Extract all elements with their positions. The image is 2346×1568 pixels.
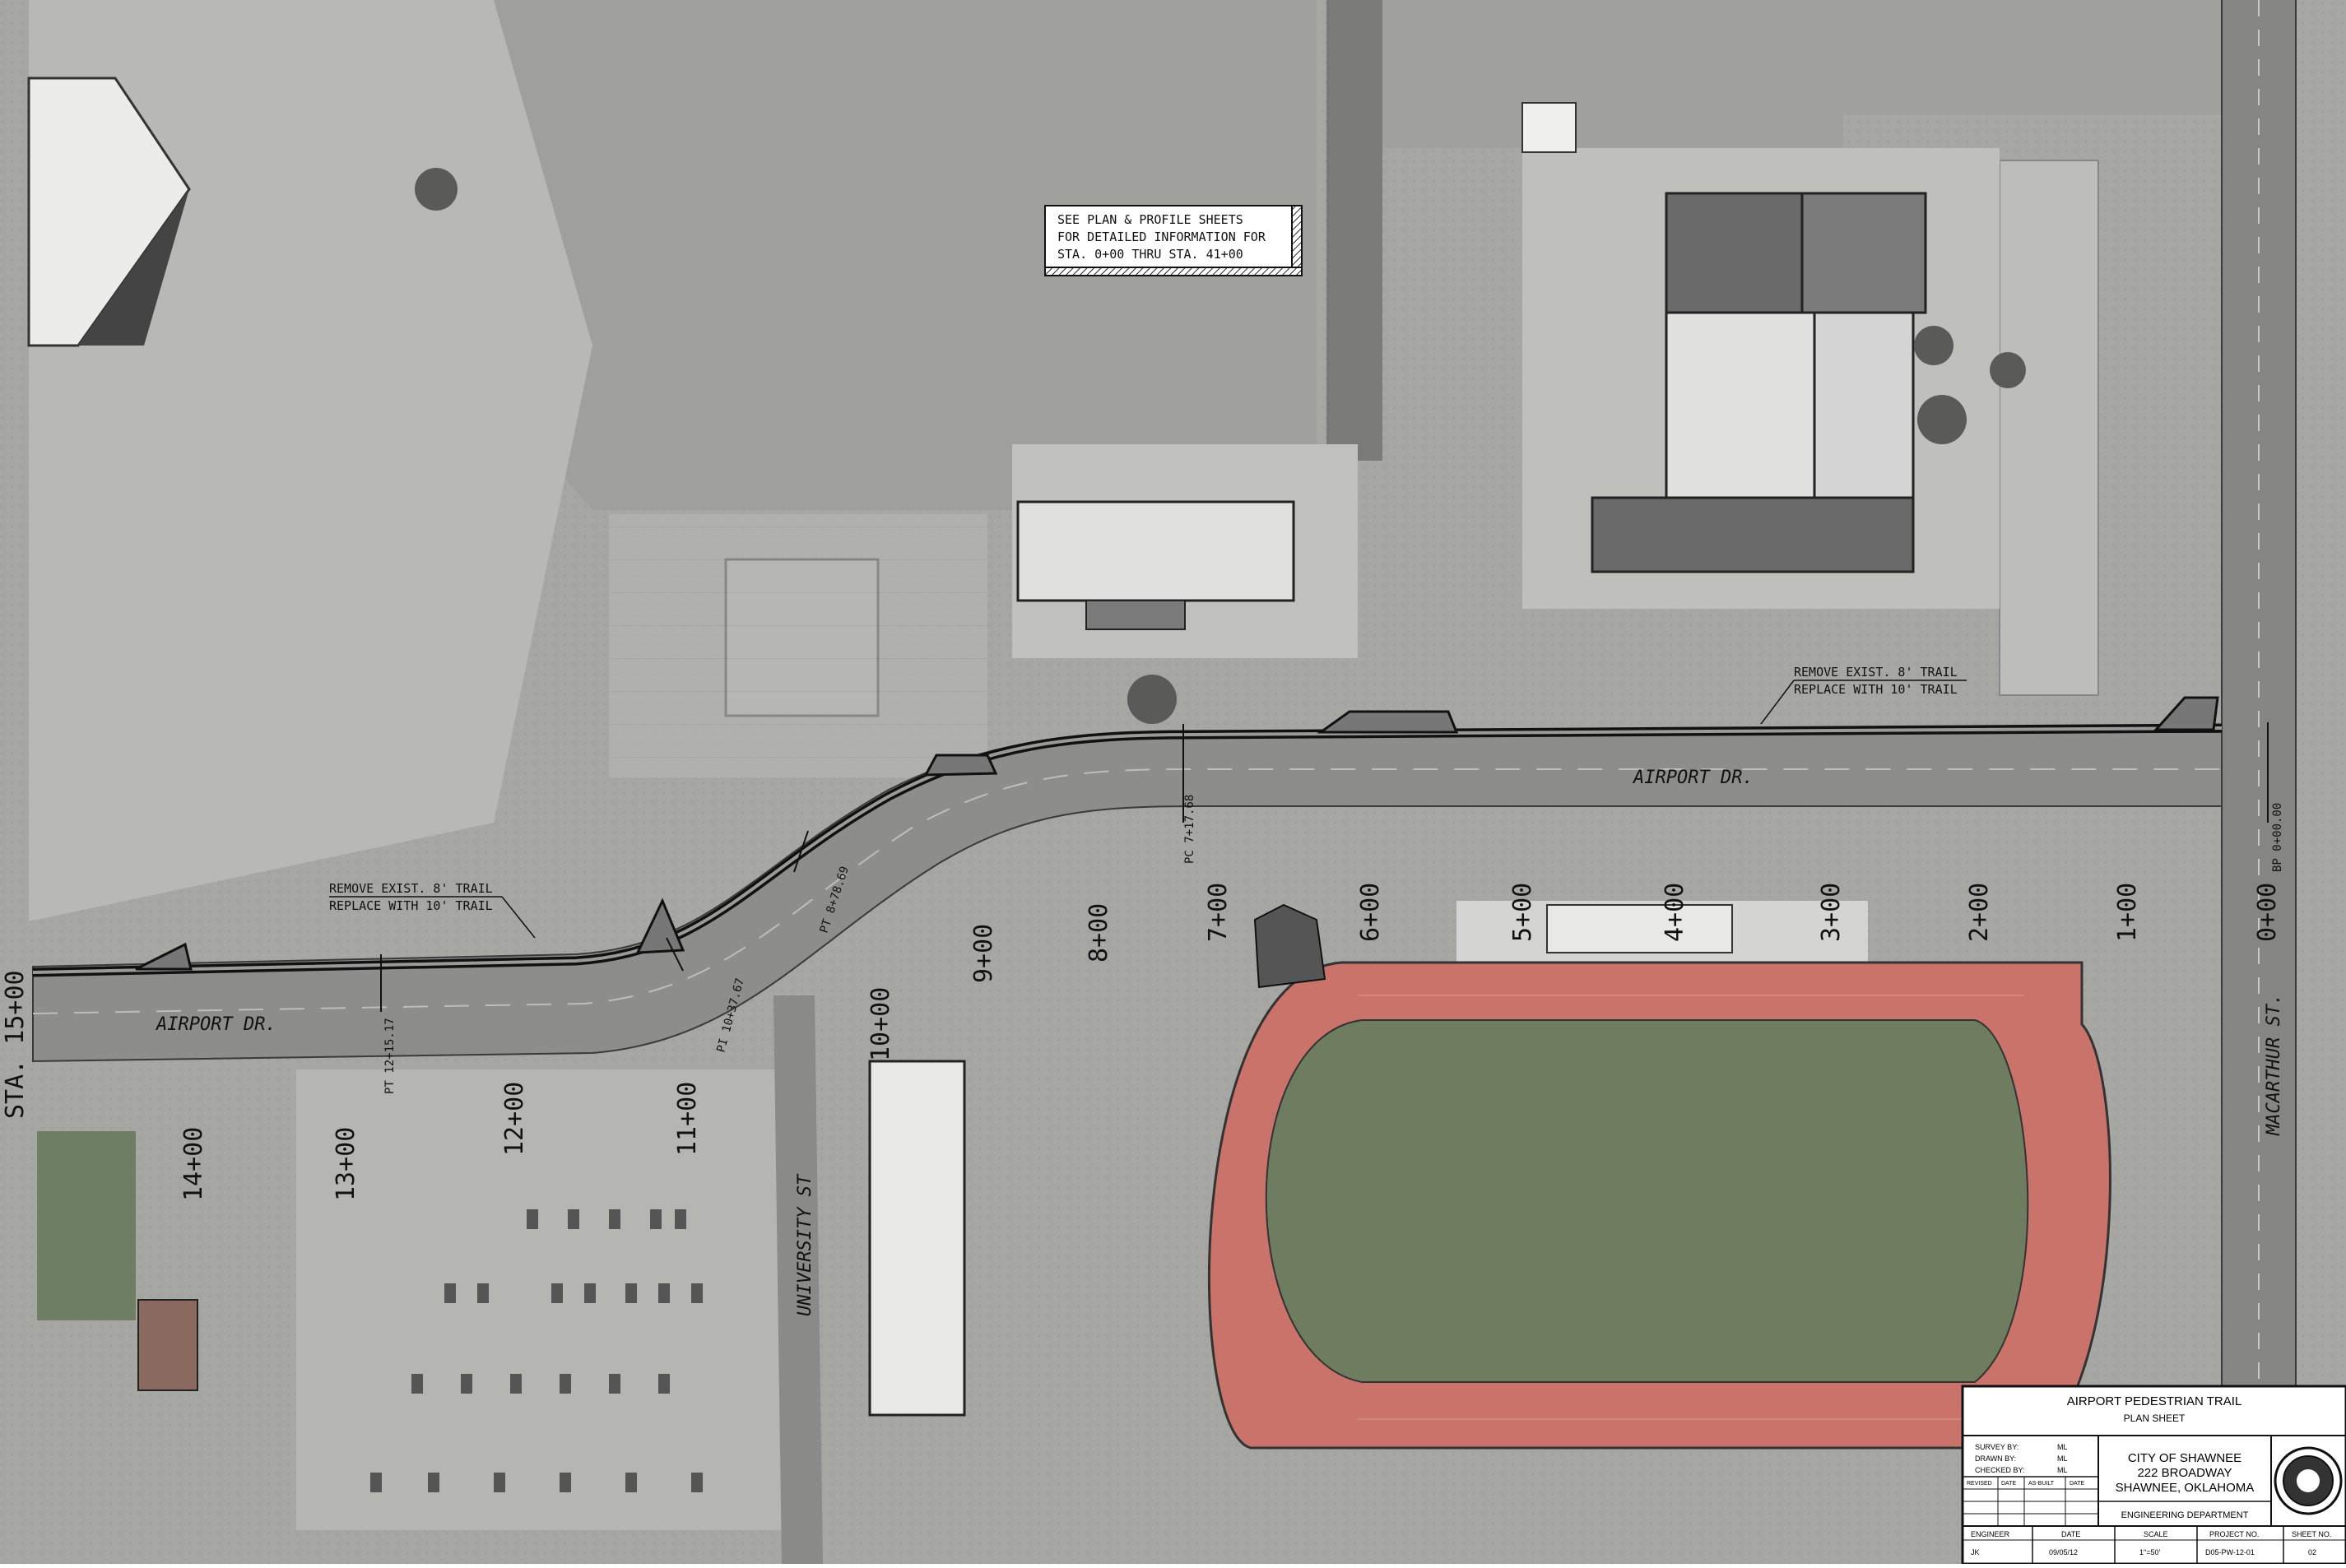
city-seal [2274, 1446, 2343, 1515]
svg-text:SHEET NO.: SHEET NO. [2292, 1530, 2331, 1538]
trail-connections [135, 696, 2219, 971]
station-label-10-00: 10+00 [866, 987, 895, 1061]
svg-text:AS-BUILT: AS-BUILT [2028, 1481, 2055, 1487]
svg-text:DATE: DATE [2061, 1530, 2080, 1538]
svg-text:FOR DETAILED INFORMATION FOR: FOR DETAILED INFORMATION FOR [1057, 230, 1266, 244]
department: ENGINEERING DEPARTMENT [2121, 1510, 2249, 1520]
building-main-roof [1813, 311, 1915, 499]
station-label-7-00: 7+00 [1204, 883, 1233, 942]
svg-text:REPLACE WITH 10' TRAIL: REPLACE WITH 10' TRAIL [1794, 682, 1958, 697]
svg-text:DATE: DATE [2001, 1481, 2016, 1487]
svg-text:CHECKED BY:: CHECKED BY: [1975, 1466, 2025, 1474]
trees [415, 168, 2026, 724]
svg-text:JK: JK [1971, 1548, 1980, 1556]
station-label-11-00: 11+00 [673, 1082, 702, 1156]
svg-text:ML: ML [2057, 1454, 2068, 1463]
svg-text:REMOVE EXIST. 8' TRAIL: REMOVE EXIST. 8' TRAIL [1794, 665, 1958, 680]
university-street [773, 995, 823, 1564]
match-line-label: STA. 15+00 [1, 970, 30, 1119]
station-label-1-00: 1+00 [2113, 883, 2142, 942]
small-building [1521, 102, 1577, 153]
agency-name: CITY OF SHAWNEE [2128, 1451, 2241, 1465]
station-labels: 0+00 1+00 2+00 3+00 4+00 5+00 6+00 7+00 8+00 9+00… [179, 883, 2282, 1201]
parked-cars [370, 1209, 703, 1492]
svg-text:STA. 0+00 THRU STA. 41+00: STA. 0+00 THRU STA. 41+00 [1057, 247, 1243, 262]
station-label-13-00: 13+00 [332, 1127, 360, 1201]
station-label-0-00: 0+00 [2253, 883, 2282, 942]
station-label-2-00: 2+00 [1965, 883, 1994, 942]
station-label-4-00: 4+00 [1661, 883, 1689, 942]
small-building-lower-left [137, 1299, 198, 1391]
title-sheet-type: PLAN SHEET [2124, 1413, 2186, 1424]
building-main-roof [1665, 311, 1816, 499]
parking-lot-lower [296, 1069, 782, 1530]
svg-text:REMOVE EXIST. 8' TRAIL: REMOVE EXIST. 8' TRAIL [329, 881, 493, 896]
station-label-6-00: 6+00 [1356, 883, 1385, 942]
parking-lot-upper [1999, 160, 2099, 696]
pt2-label: PT 12+15.17 [383, 1018, 397, 1094]
building-main-roof [1665, 192, 1804, 314]
airport-dr-label-east: AIRPORT DR. [1632, 768, 1754, 788]
bp-label: BP 0+00.00 [2271, 803, 2284, 872]
runway [1326, 0, 1382, 461]
station-label-9-00: 9+00 [969, 924, 998, 983]
trail-note-west: REMOVE EXIST. 8' TRAIL REPLACE WITH 10' … [329, 881, 536, 939]
building-middle-annex [1085, 600, 1186, 630]
plan-note: SEE PLAN & PROFILE SHEETS FOR DETAILED I… [1044, 205, 1303, 276]
svg-text:REVISED: REVISED [1967, 1481, 1992, 1487]
building-lower [868, 1060, 966, 1417]
svg-text:ML: ML [2057, 1443, 2068, 1451]
title-project: AIRPORT PEDESTRIAN TRAIL [2067, 1394, 2242, 1408]
station-label-3-00: 3+00 [1817, 883, 1846, 942]
airport-dr-label-west: AIRPORT DR. [155, 1014, 276, 1035]
pc-label: PC 7+17.68 [1183, 795, 1196, 864]
trail-note-east: REMOVE EXIST. 8' TRAIL REPLACE WITH 10' … [1760, 665, 1967, 725]
ball-field [37, 1131, 136, 1320]
station-ticks [380, 722, 2269, 1012]
svg-text:REPLACE WITH 10' TRAIL: REPLACE WITH 10' TRAIL [329, 898, 493, 913]
hangar-shadow [78, 189, 189, 346]
building-middle-hangar [1016, 500, 1295, 602]
svg-text:02: 02 [2308, 1548, 2316, 1556]
airport-drive [32, 731, 2223, 1063]
agency-address: 222 BROADWAY [2137, 1466, 2232, 1480]
agency-city: SHAWNEE, OKLAHOMA [2116, 1481, 2255, 1495]
svg-text:PROJECT NO.: PROJECT NO. [2209, 1530, 2259, 1538]
station-label-5-00: 5+00 [1508, 883, 1537, 942]
macarthur-st-label: MACARTHUR ST. [2264, 994, 2284, 1136]
lot-center [609, 514, 987, 777]
grandstand [1546, 904, 1733, 953]
building-main-roof [1800, 192, 1927, 314]
svg-text:ENGINEER: ENGINEER [1971, 1530, 2010, 1538]
building-main-roof [1591, 496, 1915, 573]
svg-text:ML: ML [2057, 1466, 2068, 1474]
svg-text:D05-PW-12-01: D05-PW-12-01 [2205, 1548, 2255, 1556]
grass-area [494, 0, 1317, 510]
gazebo [1253, 903, 1326, 989]
svg-text:SURVEY BY:: SURVEY BY: [1975, 1443, 2018, 1451]
infield [1265, 1019, 2029, 1383]
svg-text:09/05/12: 09/05/12 [2049, 1548, 2078, 1556]
station-label-14-00: 14+00 [179, 1127, 208, 1201]
svg-text:SCALE: SCALE [2144, 1530, 2168, 1538]
svg-text:SEE PLAN & PROFILE SHEETS: SEE PLAN & PROFILE SHEETS [1057, 212, 1243, 227]
svg-text:1"=50': 1"=50' [2139, 1548, 2160, 1556]
station-label-12-00: 12+00 [500, 1082, 529, 1156]
title-block: AIRPORT PEDESTRIAN TRAIL PLAN SHEET SURV… [1961, 1385, 2346, 1566]
station-label-8-00: 8+00 [1085, 903, 1113, 963]
svg-text:DATE: DATE [2070, 1481, 2084, 1487]
university-st-label: UNIVERSITY ST [795, 1173, 815, 1316]
svg-text:DRAWN BY:: DRAWN BY: [1975, 1454, 2016, 1463]
